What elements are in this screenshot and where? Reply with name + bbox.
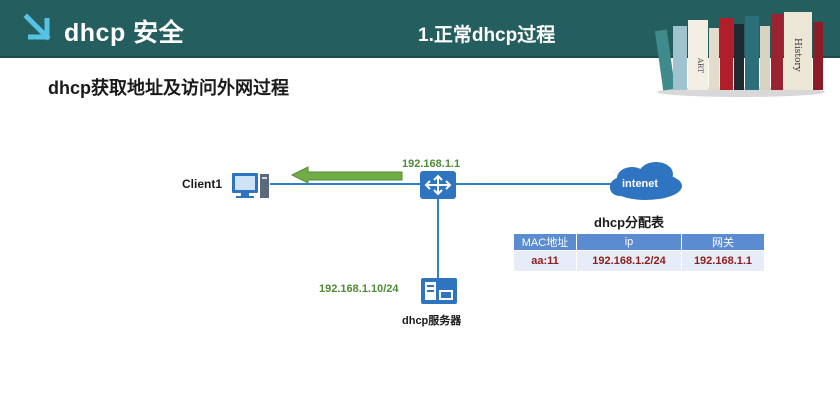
header-mac: MAC地址 (513, 233, 577, 251)
server-label: dhcp服务器 (402, 315, 462, 327)
section-title: 1.正常dhcp过程 (418, 25, 556, 46)
internet-cloud-icon (610, 162, 682, 200)
router-icon (420, 171, 456, 199)
arrow-down-right-icon (23, 13, 51, 41)
client-computer-icon (232, 173, 269, 198)
router-ip-label: 192.168.1.1 (402, 158, 461, 170)
brand-title: dhcp 安全 (64, 19, 185, 47)
header-gateway: 网关 (681, 233, 765, 251)
header-ip: ip (576, 233, 682, 251)
cell-gateway: 192.168.1.1 (681, 250, 765, 272)
flow-arrow (290, 166, 403, 184)
table-header-row: MAC地址 ip 网关 (513, 233, 765, 251)
cell-ip: 192.168.1.2/24 (576, 250, 682, 272)
book-label-art: ART (696, 57, 704, 73)
server-ip-label: 192.168.1.10/24 (319, 283, 399, 295)
header-divider (0, 56, 840, 58)
page-subtitle: dhcp获取地址及访问外网过程 (48, 78, 289, 98)
cell-mac: aa:11 (513, 250, 577, 272)
dhcp-server-icon (421, 278, 457, 304)
cloud-label: intenet (622, 178, 659, 190)
books-illustration: ART History (655, 12, 825, 97)
dhcp-allocation-table: MAC地址 ip 网关 aa:11 192.168.1.2/24 192.168… (513, 233, 765, 272)
book-label-history: History (792, 38, 802, 73)
client-label: Client1 (182, 177, 223, 191)
table-title: dhcp分配表 (594, 215, 665, 230)
table-row: aa:11 192.168.1.2/24 192.168.1.1 (513, 250, 765, 272)
